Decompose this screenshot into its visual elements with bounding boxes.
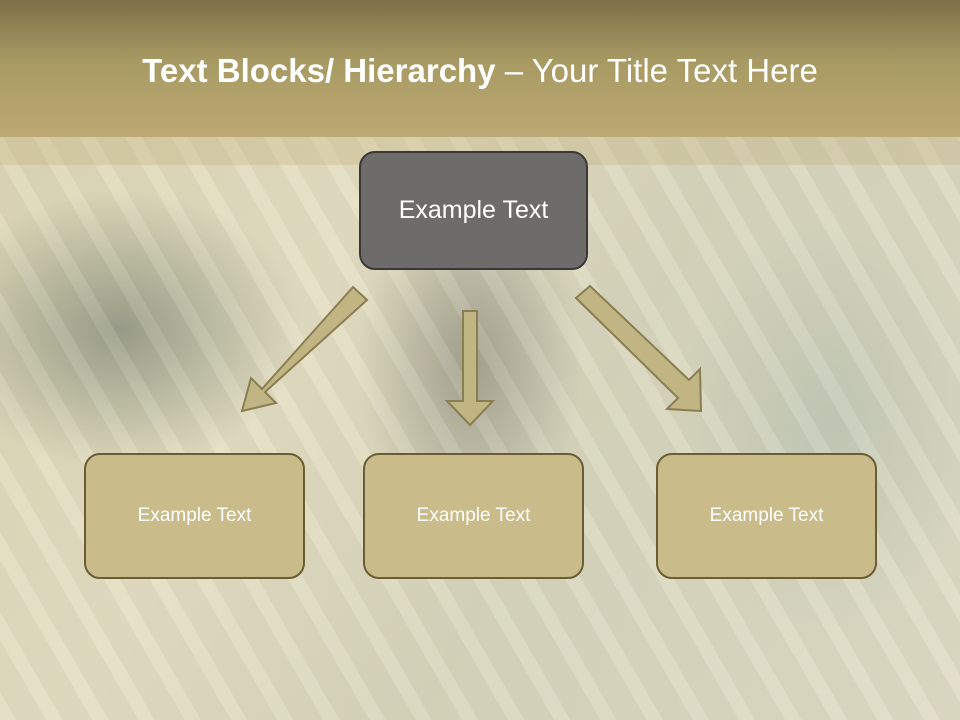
child-box-right[interactable]: Example Text <box>656 453 877 579</box>
top-level-box[interactable]: Example Text <box>359 151 588 270</box>
child-box-label: Example Text <box>137 505 252 526</box>
child-box-label: Example Text <box>416 505 531 526</box>
title-bold-part: Text Blocks/ Hierarchy <box>142 52 496 89</box>
child-box-center[interactable]: Example Text <box>363 453 584 579</box>
top-box-label: Example Text <box>398 196 549 224</box>
arrow-to-left-box <box>240 285 369 413</box>
arrow-to-center-box <box>444 310 496 427</box>
title-regular-part: – Your Title Text Here <box>495 52 818 89</box>
child-box-left[interactable]: Example Text <box>84 453 305 579</box>
title-bar <box>0 0 960 137</box>
child-box-label: Example Text <box>709 505 824 526</box>
arrow-to-right-box <box>574 284 703 413</box>
slide-title[interactable]: Text Blocks/ Hierarchy – Your Title Text… <box>0 52 960 90</box>
